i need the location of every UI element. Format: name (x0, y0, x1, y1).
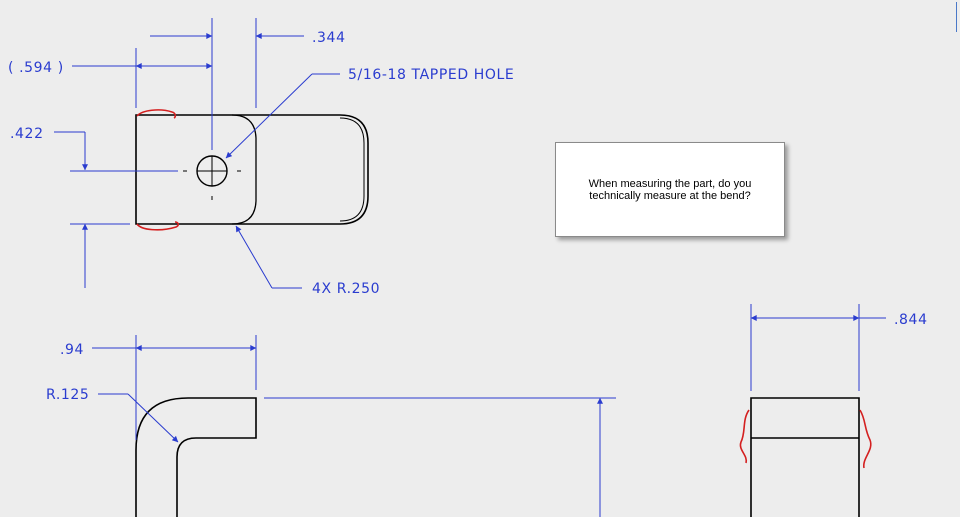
dim-corner-radius: 4X R.250 (312, 281, 380, 297)
side-view-outline (750, 397, 860, 517)
bend-line (231, 114, 257, 225)
side-view-dimensions (750, 304, 886, 391)
dim-tapped-hole: 5/16-18 TAPPED HOLE (348, 67, 514, 83)
markup-scribble (859, 409, 872, 469)
top-view-inner-edge (339, 117, 365, 222)
dim-94: .94 (60, 342, 84, 358)
comment-note: When measuring the part, do you technica… (555, 142, 785, 237)
dim-844: .844 (894, 312, 928, 328)
front-view-outline (135, 397, 257, 517)
comment-note-text: When measuring the part, do you technica… (588, 177, 752, 202)
dim-422: .422 (10, 126, 44, 142)
top-view-dimensions (54, 18, 340, 289)
dim-bend-radius: R.125 (46, 387, 89, 403)
markup-scribble (739, 409, 750, 464)
top-view (135, 109, 369, 231)
front-view-dimensions (92, 335, 616, 517)
markup-scribble (136, 221, 180, 231)
dim-344: .344 (312, 30, 346, 46)
top-view-outline (135, 114, 369, 225)
front-view (135, 397, 257, 517)
window-edge-marker (956, 2, 960, 32)
dim-594: ( .594 ) (8, 60, 64, 76)
side-view (739, 397, 872, 517)
markup-scribble (136, 109, 177, 119)
